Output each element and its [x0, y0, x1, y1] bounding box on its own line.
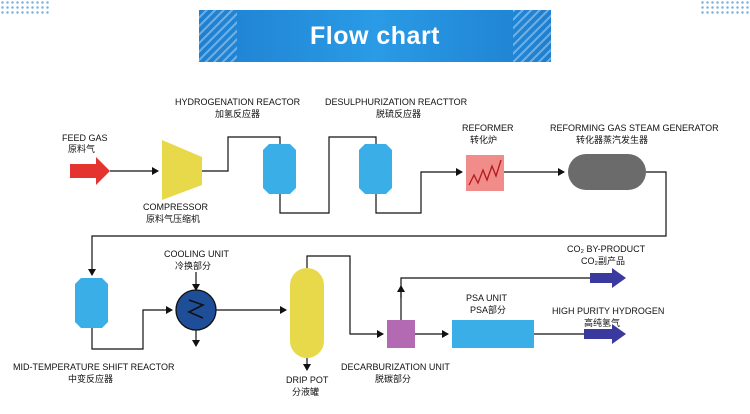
- hydrogenation-label-cn: 加氢反应器: [215, 108, 260, 119]
- steamgen-label: REFORMING GAS STEAM GENERATOR: [550, 123, 719, 133]
- co2-label-cn: CO₂副产品: [581, 255, 625, 266]
- midshift-label-cn: 中变反应器: [68, 373, 113, 384]
- line-drippot-decarb: [306, 255, 384, 338]
- line-steamgen-shift: [88, 171, 667, 276]
- reformer-label: REFORMER: [462, 123, 514, 133]
- reformer-label-cn: 转化炉: [470, 134, 497, 145]
- compressor-label: COMPRESSOR: [143, 202, 209, 212]
- co2-output-arrow: [590, 268, 626, 288]
- decor-dots-right: [700, 0, 750, 16]
- desulph-label: DESULPHURIZATION REACTTOR: [325, 97, 468, 107]
- midshift-label: MID-TEMPERATURE SHIFT REACTOR: [13, 362, 175, 372]
- line-decarb-co2: [400, 277, 590, 320]
- hydrogenation-reactor-icon: [263, 144, 296, 194]
- line-shift-cooling: [91, 306, 173, 350]
- drip-pot-icon: [290, 268, 324, 358]
- feed-gas-arrow: [70, 157, 110, 185]
- decarb-label-cn: 脱碳部分: [375, 373, 411, 384]
- drippot-label-cn: 分液罐: [292, 386, 319, 397]
- compressor-label-cn: 原料气压缩机: [146, 213, 200, 224]
- line-desulph-reformer: [375, 168, 463, 214]
- page-title: Flow chart: [309, 21, 440, 50]
- compressor-icon: [162, 140, 202, 200]
- cooling-label: COOLING UNIT: [164, 249, 230, 259]
- psa-unit-icon: [452, 320, 534, 348]
- hydrogen-output-arrow: [584, 324, 626, 344]
- hydrogenation-label: HYDROGENATION REACTOR: [175, 97, 301, 107]
- co2-label: CO₂ BY-PRODUCT: [567, 244, 646, 254]
- feed-gas-label-cn: 原料气: [68, 143, 95, 154]
- hydrogen-label: HIGH PURITY HYDROGEN: [552, 306, 664, 316]
- title-banner: Flow chart: [197, 10, 553, 62]
- line-hydro-desulph: [279, 136, 380, 214]
- decor-dots-left: [0, 0, 50, 16]
- line-compressor-hydro: [202, 136, 284, 172]
- cooling-unit-icon: [175, 289, 217, 331]
- mid-temperature-shift-reactor-icon: [75, 278, 108, 328]
- desulphurization-reactor-icon: [359, 144, 392, 194]
- psa-label: PSA UNIT: [466, 293, 508, 303]
- steam-generator-icon: [568, 154, 646, 190]
- drippot-label: DRIP POT: [286, 375, 329, 385]
- hydrogen-label-cn: 高纯氢气: [584, 317, 620, 328]
- decarb-label: DECARBURIZATION UNIT: [341, 362, 450, 372]
- feed-gas-label: FEED GAS: [62, 133, 108, 143]
- steamgen-label-cn: 转化器蒸汽发生器: [576, 134, 648, 145]
- cooling-label-cn: 冷换部分: [175, 260, 211, 271]
- reformer-icon: [466, 155, 504, 191]
- decarburization-unit-icon: [387, 320, 415, 348]
- desulph-label-cn: 脱硫反应器: [376, 108, 421, 119]
- psa-label-cn: PSA部分: [470, 304, 506, 315]
